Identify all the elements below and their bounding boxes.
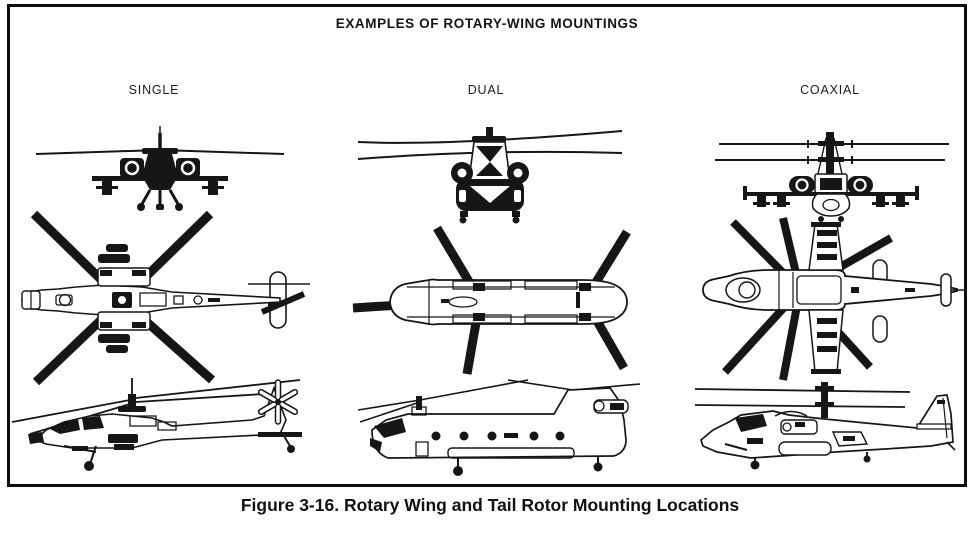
coaxial-rotor-side-view-drawing — [695, 380, 971, 480]
column-label-dual: DUAL — [467, 83, 505, 97]
tandem-rotor-side-view-drawing — [358, 380, 640, 480]
coaxial-rotor-front-view-drawing — [705, 126, 957, 222]
single-rotor-side-view-drawing — [12, 376, 312, 480]
tandem-rotor-front-view-drawing — [358, 116, 622, 224]
figure-title: EXAMPLES OF ROTARY-WING MOUNTINGS — [335, 16, 639, 31]
figure-caption: Figure 3-16. Rotary Wing and Tail Rotor … — [240, 495, 740, 515]
single-rotor-top-view-drawing — [12, 212, 312, 384]
column-label-single: SINGLE — [128, 83, 180, 97]
single-rotor-front-view-drawing — [30, 120, 290, 218]
tandem-rotor-top-view-drawing — [345, 226, 645, 378]
column-label-coaxial: COAXIAL — [800, 83, 860, 97]
coaxial-rotor-top-view-drawing — [695, 222, 971, 380]
